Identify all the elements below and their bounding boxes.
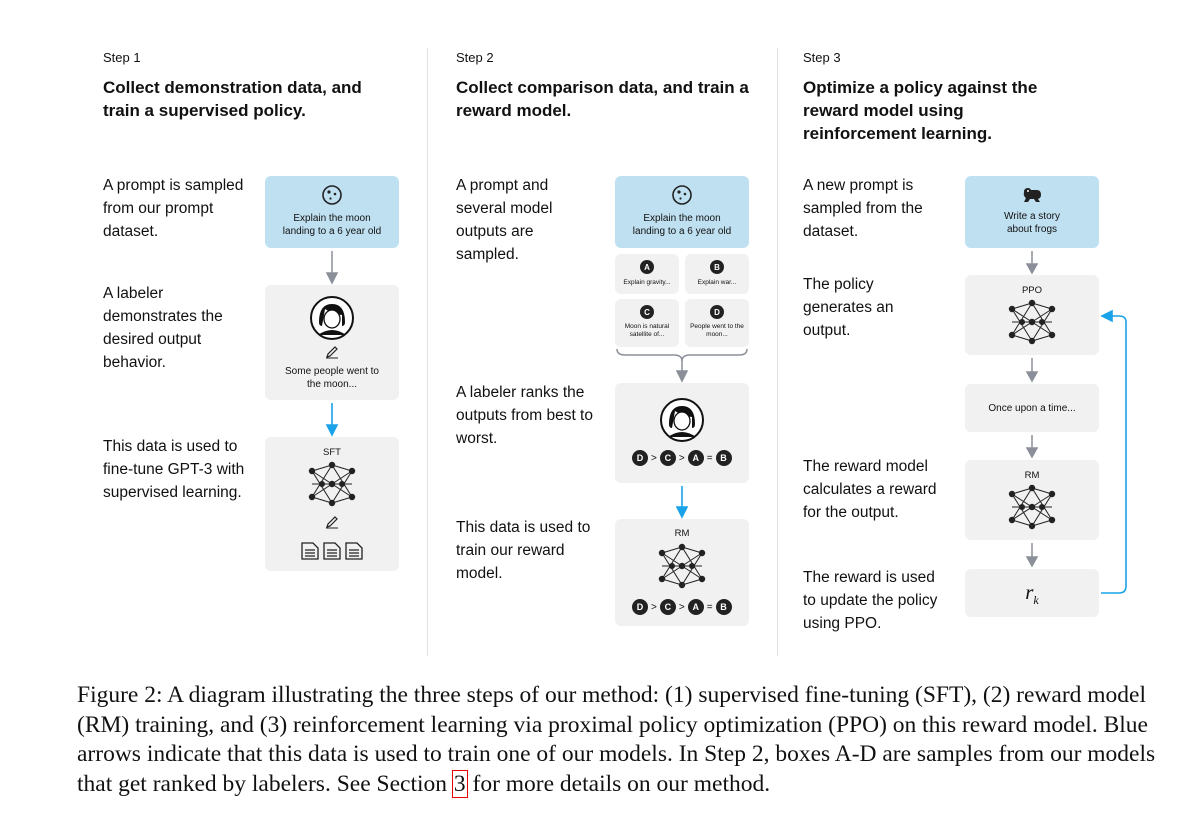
step2-rm-ranking: D > C > A = B bbox=[632, 599, 732, 615]
step3-title: Optimize a policy against the reward mod… bbox=[803, 78, 1038, 143]
step1-title: Collect demonstration data, and train a … bbox=[103, 78, 362, 120]
rank-item: C bbox=[659, 450, 676, 466]
step3-desc-policy: The policy generates an output. bbox=[803, 276, 894, 339]
output-letter: D bbox=[710, 305, 724, 319]
output-letter: C bbox=[640, 305, 654, 319]
rank-item: D bbox=[632, 599, 648, 615]
step1-desc-prompt: A prompt is sampled from our prompt data… bbox=[103, 177, 244, 240]
train-arrows bbox=[325, 309, 1127, 594]
moon-icon bbox=[672, 185, 692, 205]
step3-desc-prompt: A new prompt is sampled from the dataset… bbox=[803, 177, 923, 240]
step2-label: Step 2 bbox=[456, 50, 494, 65]
arrow-step3-reward-to-policy bbox=[1101, 315, 1127, 594]
step3-prompt-box: Write a story about frogs bbox=[965, 176, 1099, 248]
step3-rm-tag: RM bbox=[1024, 470, 1040, 481]
rank-op: > bbox=[651, 601, 657, 613]
step3-header: Step 3 Optimize a policy against the rew… bbox=[803, 50, 1133, 145]
step2-prompt-text: Explain the moon landing to a 6 year old bbox=[632, 213, 732, 237]
column-divider-2 bbox=[777, 48, 778, 656]
step3-ppo-tag: PPO bbox=[1021, 285, 1043, 296]
step3-policy-box: PPO bbox=[965, 275, 1099, 355]
step3-reward-box: rk bbox=[965, 569, 1099, 617]
step2-desc-sample: A prompt and several model outputs are s… bbox=[456, 177, 553, 263]
step2-desc-train: This data is used to train our reward mo… bbox=[456, 519, 591, 582]
step1-desc-finetune: This data is used to fine-tune GPT-3 wit… bbox=[103, 438, 245, 501]
step2-outputs-brace bbox=[616, 348, 748, 362]
labeler-avatar-icon bbox=[310, 296, 354, 340]
rank-op: > bbox=[678, 601, 685, 613]
step3-prompt-text: Write a story about frogs bbox=[1004, 211, 1060, 235]
step2-output-b: B Explain war... bbox=[685, 254, 749, 294]
column-divider-1 bbox=[427, 48, 428, 656]
pencil-icon bbox=[326, 516, 338, 529]
rank-item: B bbox=[715, 450, 732, 466]
step2-rm-box: RM D > C > A = B bbox=[615, 519, 749, 626]
step3-desc-rm: The reward model calculates a reward for… bbox=[803, 458, 937, 521]
figure-caption: Figure 2: A diagram illustrating the thr… bbox=[77, 681, 1167, 799]
step2-desc-rank: A labeler ranks the outputs from best to… bbox=[456, 384, 593, 447]
step3-output-text: Once upon a time... bbox=[988, 403, 1076, 414]
reward-subscript: k bbox=[1033, 593, 1039, 608]
caption-text: Figure 2: A diagram illustrating the thr… bbox=[77, 682, 1156, 797]
step1-demo-text: Some people went to the moon... bbox=[285, 366, 379, 390]
rank-item: D bbox=[632, 450, 648, 466]
step1-demo-box: Some people went to the moon... bbox=[265, 285, 399, 400]
output-letter: A bbox=[640, 260, 654, 274]
output-text: Explain war... bbox=[697, 279, 737, 286]
output-letter: B bbox=[710, 260, 724, 274]
rank-item: C bbox=[659, 599, 676, 615]
step1-sft-tag: SFT bbox=[323, 447, 341, 458]
reward-letter: r bbox=[1025, 580, 1034, 604]
caption-text-end: for more details on our method. bbox=[472, 770, 771, 797]
section-reference-link[interactable]: 3 bbox=[451, 769, 468, 798]
step1-label: Step 1 bbox=[103, 50, 141, 65]
step1-prompt-box: Explain the moon landing to a 6 year old bbox=[265, 176, 399, 248]
frog-icon bbox=[1023, 188, 1041, 202]
step3-output-box: Once upon a time... bbox=[965, 384, 1099, 432]
reward-symbol: rk bbox=[965, 580, 1099, 608]
step2-output-d: D People went to the moon... bbox=[685, 299, 749, 347]
moon-icon bbox=[322, 185, 342, 205]
step3-label: Step 3 bbox=[803, 50, 841, 65]
rank-item: A bbox=[687, 599, 704, 615]
step1-header: Step 1 Collect demonstration data, and t… bbox=[103, 50, 433, 122]
step2-rm-tag: RM bbox=[674, 528, 690, 539]
step2-ranking: D > C > A = B bbox=[632, 450, 732, 466]
neural-network-icon bbox=[1008, 299, 1056, 345]
pencil-icon bbox=[326, 346, 338, 359]
step3-desc-update: The reward is used to update the policy … bbox=[803, 569, 938, 632]
rank-op: = bbox=[706, 601, 713, 613]
rank-item: A bbox=[687, 450, 704, 466]
step1-desc-labeler: A labeler demonstrates the desired outpu… bbox=[103, 285, 223, 371]
labeler-avatar-icon bbox=[660, 398, 704, 442]
neural-network-icon bbox=[308, 461, 356, 507]
neural-network-icon bbox=[658, 543, 706, 589]
rank-op: = bbox=[706, 452, 713, 464]
output-text: Explain gravity... bbox=[623, 279, 671, 286]
step2-title: Collect comparison data, and train a rew… bbox=[456, 78, 749, 120]
output-text: People went to the moon... bbox=[690, 323, 744, 338]
flow-arrows bbox=[325, 251, 1039, 568]
documents-icon bbox=[301, 542, 363, 560]
step2-output-a: A Explain gravity... bbox=[615, 254, 679, 294]
step2-output-c: C Moon is natural satellite of... bbox=[615, 299, 679, 347]
rank-item: B bbox=[715, 599, 732, 615]
rank-op: > bbox=[651, 452, 657, 464]
step1-sft-box: SFT bbox=[265, 437, 399, 571]
output-text: Moon is natural satellite of... bbox=[624, 323, 670, 338]
step3-rm-box: RM bbox=[965, 460, 1099, 540]
neural-network-icon bbox=[1008, 484, 1056, 530]
step2-header: Step 2 Collect comparison data, and trai… bbox=[456, 50, 786, 122]
rank-op: > bbox=[678, 452, 685, 464]
step2-prompt-box: Explain the moon landing to a 6 year old bbox=[615, 176, 749, 248]
step2-rank-box: D > C > A = B bbox=[615, 383, 749, 483]
step1-prompt-text: Explain the moon landing to a 6 year old bbox=[282, 213, 382, 237]
